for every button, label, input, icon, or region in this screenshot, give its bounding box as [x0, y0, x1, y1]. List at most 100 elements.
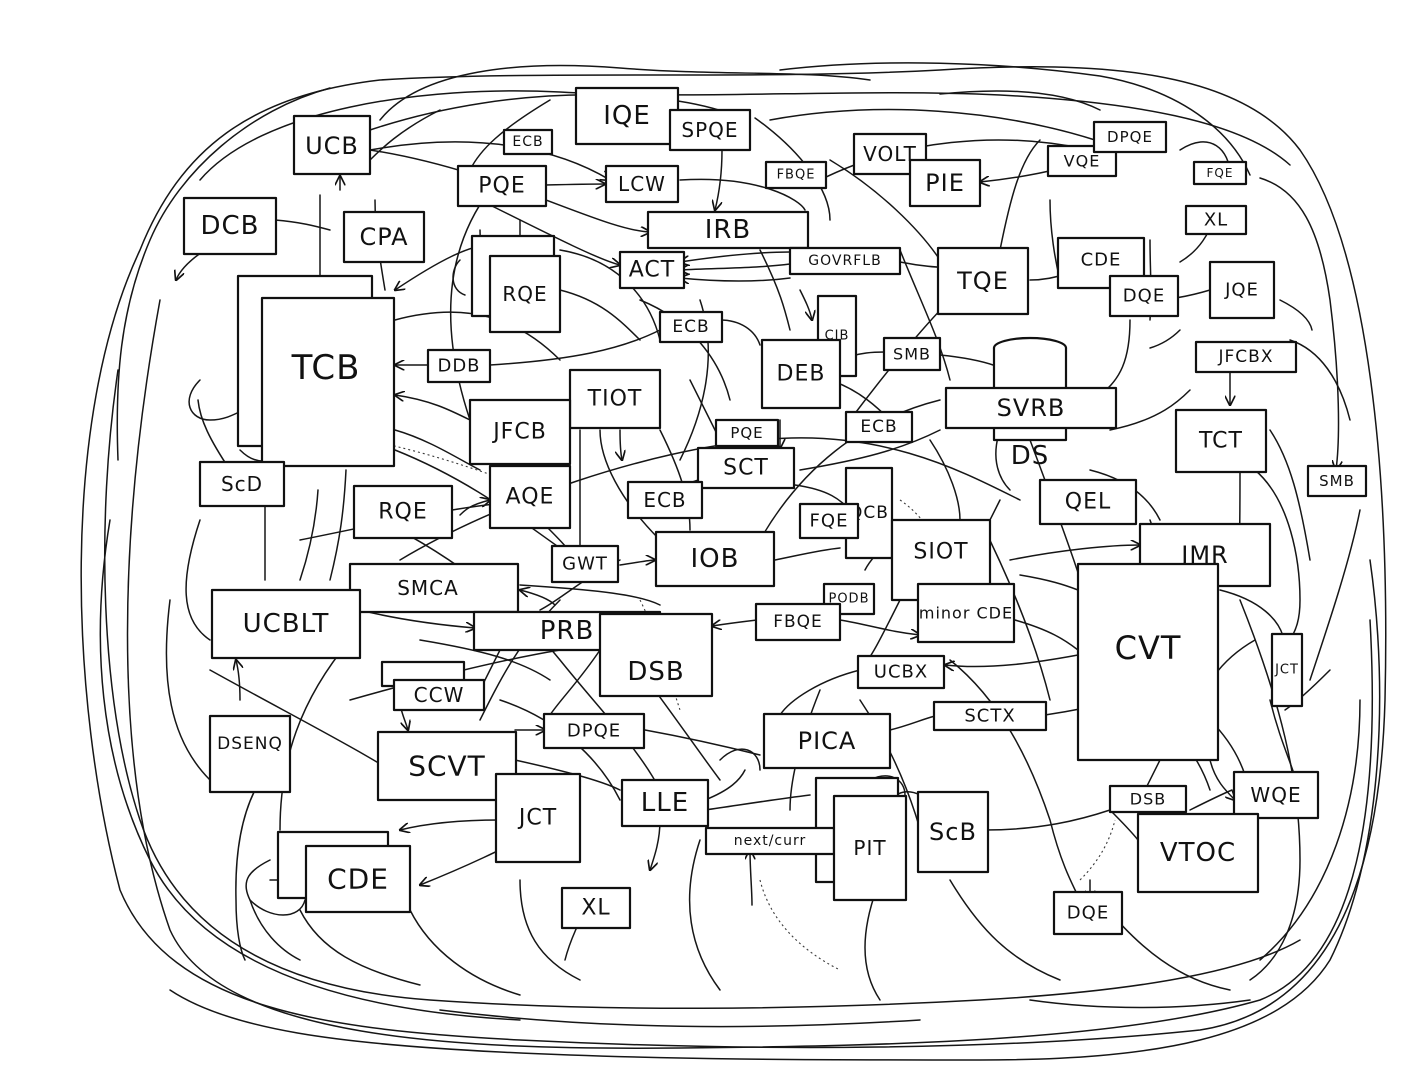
scvt-label: SCVT — [408, 750, 486, 783]
xl-label-1: XL — [1204, 210, 1228, 231]
dsb-label-1: DSB — [627, 657, 684, 687]
scb-box — [916, 790, 990, 874]
rqe-label-2: RQE — [378, 500, 428, 525]
cpa-box — [342, 210, 426, 264]
dcb-box — [182, 196, 278, 256]
scd-box — [198, 460, 286, 508]
smca-label: SMCA — [397, 576, 459, 600]
lcw-label: LCW — [618, 172, 666, 196]
fbqe-box-2 — [754, 602, 842, 642]
dcb-label: DCB — [200, 211, 259, 241]
smb-box-2 — [1306, 464, 1368, 498]
govrflb-box — [788, 246, 902, 276]
fqe-box-2 — [798, 502, 860, 540]
irb-label: IRB — [705, 215, 752, 245]
dpqe-box-1 — [1092, 120, 1168, 154]
jct-box-2 — [494, 772, 582, 864]
scd-label: ScD — [221, 472, 263, 496]
jqe-box — [1208, 260, 1276, 320]
act-box — [618, 250, 686, 290]
ddb-label: DDB — [437, 356, 480, 377]
aqe-box — [488, 464, 572, 530]
ddb-box — [426, 348, 492, 384]
lcw-box — [604, 164, 680, 204]
cvt-label: CVT — [1115, 629, 1182, 667]
fqe-label-2: FQE — [810, 511, 849, 532]
dqe-label-1: DQE — [1123, 286, 1165, 307]
smb-label-1: SMB — [893, 345, 931, 364]
rqe-box-2 — [352, 484, 454, 540]
ecb-box-1 — [502, 128, 554, 156]
minor-cde-label: minor CDE — [919, 604, 1013, 623]
iqe-label: IQE — [603, 101, 651, 131]
ucblt-box — [210, 588, 362, 660]
ds-label: DS — [1011, 441, 1050, 471]
tqe-label: TQE — [956, 267, 1009, 295]
scb-label: ScB — [929, 818, 977, 846]
tqe-box — [936, 246, 1030, 316]
cpa-label: CPA — [359, 223, 408, 251]
aqe-label: AQE — [506, 485, 555, 510]
cde-box-2 — [304, 844, 412, 914]
jct-label-2: JCT — [517, 806, 557, 831]
deb-box — [760, 338, 842, 410]
fqe-label-1: FQE — [1207, 166, 1234, 180]
podb-label: PODB — [828, 592, 869, 607]
tcb-box — [260, 296, 396, 468]
sct-box — [696, 446, 796, 490]
jfcb-label: JFCB — [491, 420, 547, 445]
pica-label: PICA — [798, 727, 857, 755]
vqe-label: VQE — [1064, 152, 1101, 171]
ecb-box-4 — [626, 480, 704, 520]
sctx-label: SCTX — [964, 706, 1015, 727]
qel-box — [1038, 478, 1138, 526]
tct-box — [1174, 408, 1268, 474]
rqe-box-1 — [488, 254, 562, 334]
dqe-box-2 — [1052, 890, 1124, 936]
jct-label-1: JCT — [1274, 663, 1299, 678]
smb-label-2: SMB — [1319, 472, 1355, 490]
pie-label: PIE — [925, 169, 965, 197]
fbqe-label-1: FBQE — [777, 168, 816, 183]
tct-label: TCT — [1198, 429, 1243, 454]
volt-label: VOLT — [863, 142, 917, 166]
ecb-box-3 — [844, 410, 914, 444]
gwt-box — [550, 544, 620, 584]
smca-box — [348, 562, 520, 614]
minor-cde-box — [916, 582, 1016, 644]
pie-box — [908, 158, 982, 208]
dpqe-box-2 — [542, 712, 646, 750]
pqe-box-2 — [714, 418, 780, 448]
ucbx-label: UCBX — [874, 662, 928, 683]
dqe-label-2: DQE — [1067, 903, 1109, 924]
wqe-box — [1232, 770, 1320, 820]
scvt-box — [376, 730, 518, 802]
cde-label-2: CDE — [327, 863, 389, 896]
vtoc-label: VTOC — [1160, 838, 1236, 868]
iob-label: IOB — [691, 544, 740, 574]
pica-box — [762, 712, 892, 770]
svrb-box — [944, 386, 1118, 430]
iob-box — [654, 530, 776, 588]
rqe-label-1: RQE — [502, 282, 547, 306]
jfcbx-label: JFCBX — [1218, 347, 1274, 367]
ccw-box — [392, 678, 486, 712]
spqe-label: SPQE — [681, 118, 738, 142]
next-curr-box — [704, 826, 836, 856]
deb-label: DEB — [777, 362, 826, 387]
sctx-box — [932, 700, 1048, 732]
dqe-box-1 — [1108, 274, 1180, 318]
jct-box-1 — [1270, 632, 1304, 708]
xl-box-1 — [1184, 204, 1248, 236]
act-label: ACT — [629, 258, 675, 283]
dsb-label-2: DSB — [1130, 790, 1166, 809]
cde-label-1: CDE — [1081, 250, 1122, 271]
govrflb-label: GOVRFLB — [808, 253, 881, 269]
pqe-label-2: PQE — [730, 424, 763, 442]
sct-label: SCT — [723, 456, 769, 481]
fqe-box-1 — [1192, 160, 1248, 186]
fbqe-box-1 — [764, 160, 828, 190]
dsb-box-1 — [598, 612, 714, 698]
ecb-label-1: ECB — [512, 134, 543, 150]
